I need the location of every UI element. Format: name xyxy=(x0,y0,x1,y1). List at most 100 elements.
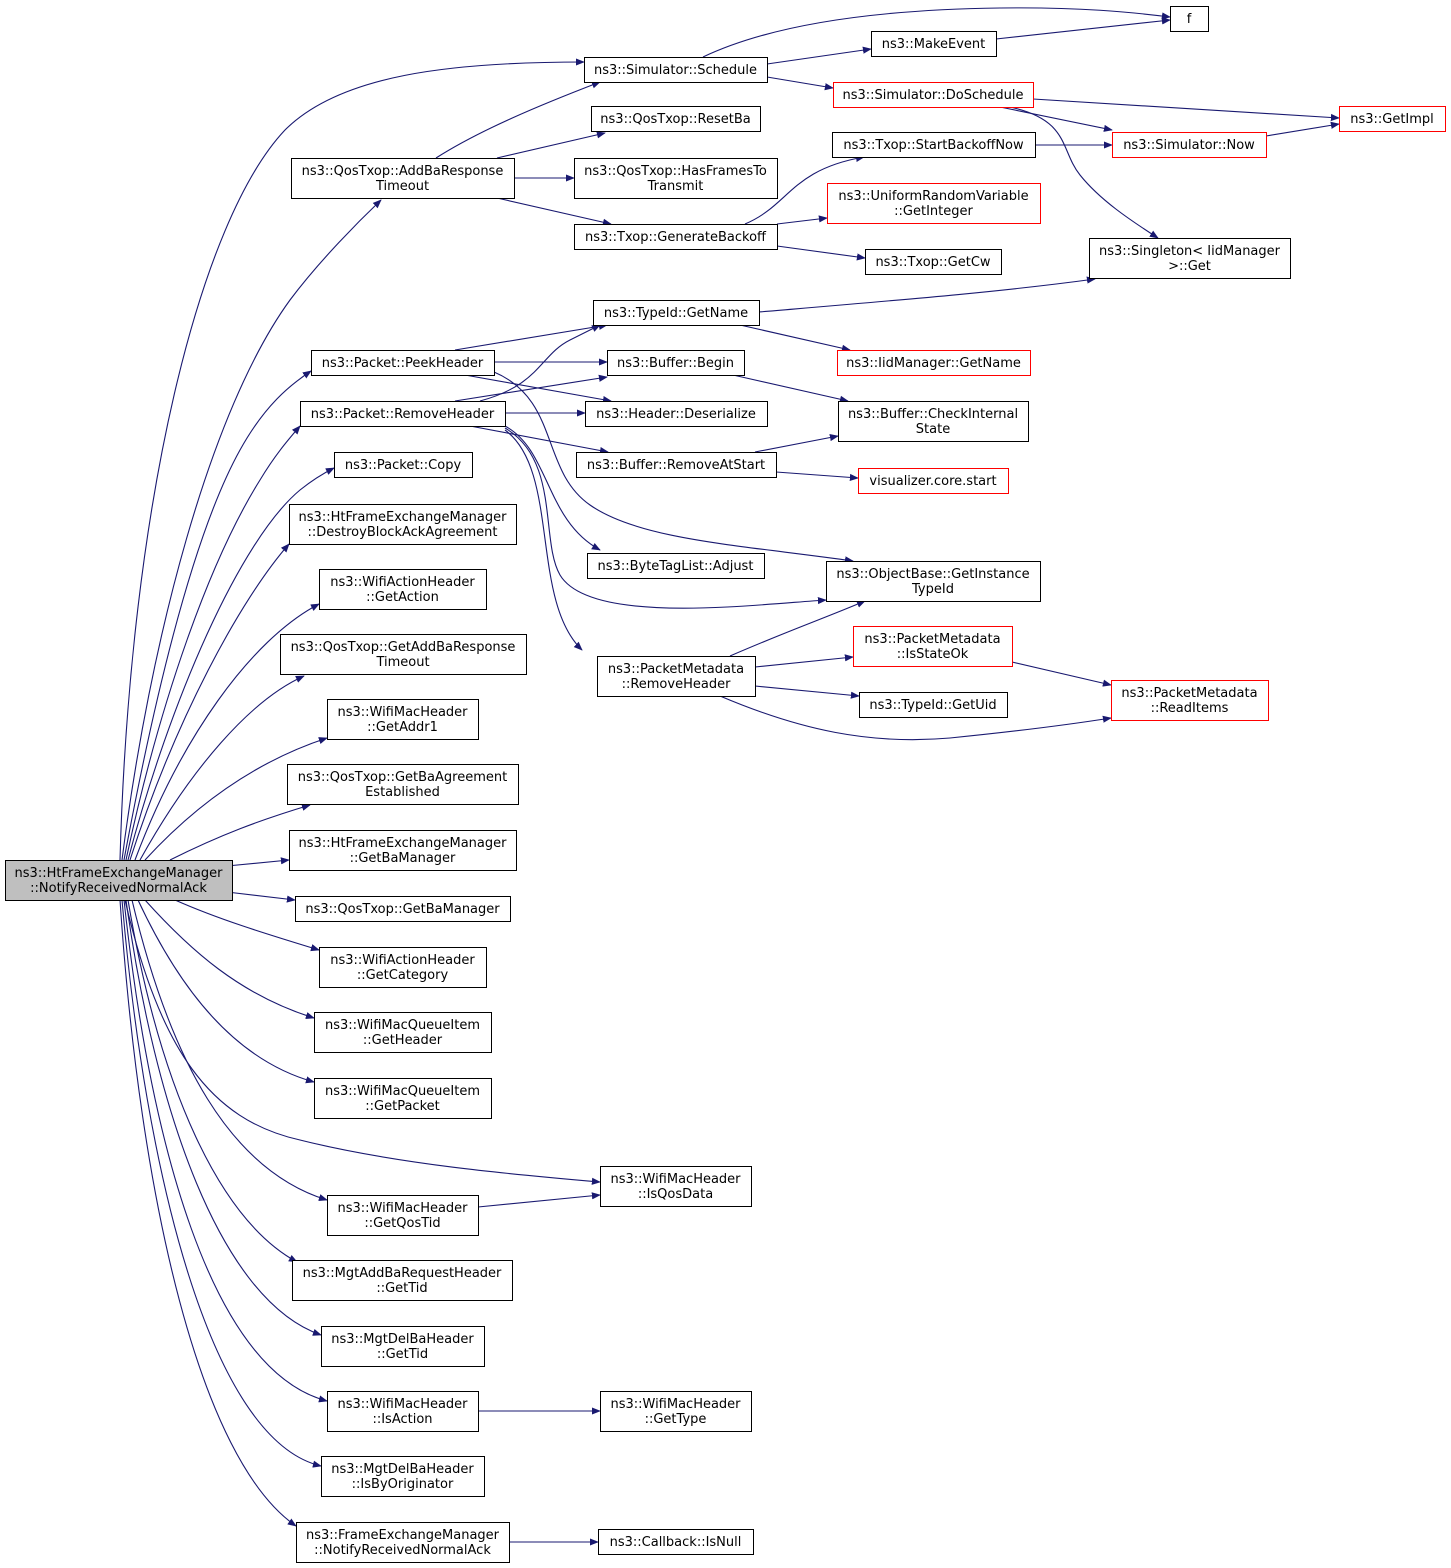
node-getQosTid[interactable]: ns3::WifiMacHeader::GetQosTid xyxy=(327,1195,479,1236)
node-startBackoff[interactable]: ns3::Txop::StartBackoffNow xyxy=(832,132,1036,158)
node-isByOriginator[interactable]: ns3::MgtDelBaHeader::IsByOriginator xyxy=(321,1456,485,1497)
node-box-qosGetBaManager xyxy=(295,896,511,922)
edge-root-to-delBaGetTid xyxy=(125,899,322,1336)
node-label-getPacket-0: ns3::WifiMacQueueItem xyxy=(325,1084,480,1099)
node-qosGetBaManager[interactable]: ns3::QosTxop::GetBaManager xyxy=(295,896,511,922)
node-htGetBaManager[interactable]: ns3::HtFrameExchangeManager::GetBaManage… xyxy=(289,830,517,871)
node-f[interactable]: f xyxy=(1170,6,1209,32)
edge-root-to-feNotifyNormalAck xyxy=(119,899,297,1527)
edge-pmRemoveHeader-to-getInstanceTypeId xyxy=(729,600,866,657)
edge-removeHeader-to-byteTagAdjust xyxy=(504,425,601,551)
node-bufferBegin[interactable]: ns3::Buffer::Begin xyxy=(607,350,745,376)
edges xyxy=(119,7,1340,1546)
node-schedule[interactable]: ns3::Simulator::Schedule xyxy=(584,57,768,83)
node-removeHeader[interactable]: ns3::Packet::RemoveHeader xyxy=(300,401,506,427)
node-vizStart[interactable]: visualizer.core.start xyxy=(858,468,1009,494)
node-label-genBackoff-0: ns3::Txop::GenerateBackoff xyxy=(585,230,767,245)
node-deserialize[interactable]: ns3::Header::Deserialize xyxy=(585,401,768,427)
node-root[interactable]: ns3::HtFrameExchangeManager::NotifyRecei… xyxy=(5,860,233,901)
node-label-singletonGet-1: >::Get xyxy=(1168,259,1211,274)
node-singletonGet[interactable]: ns3::Singleton< IidManager>::Get xyxy=(1089,238,1291,279)
node-pmRemoveHeader[interactable]: ns3::PacketMetadata::RemoveHeader xyxy=(597,656,756,697)
node-destroyBlockAck[interactable]: ns3::HtFrameExchangeManager::DestroyBloc… xyxy=(289,504,517,545)
node-label-getHeader-1: ::GetHeader xyxy=(363,1033,443,1048)
node-label-pmRemoveHeader-0: ns3::PacketMetadata xyxy=(608,662,744,677)
edge-doSchedule-to-getImpl xyxy=(1032,98,1340,122)
node-label-startBackoff-0: ns3::Txop::StartBackoffNow xyxy=(843,138,1024,153)
node-label-byteTagAdjust-0: ns3::ByteTagList::Adjust xyxy=(598,559,754,574)
node-removeAtStart[interactable]: ns3::Buffer::RemoveAtStart xyxy=(576,452,777,478)
node-box-resetBa xyxy=(591,106,761,132)
node-label-getAddBaRespTimeout-1: Timeout xyxy=(375,655,429,670)
node-byteTagAdjust[interactable]: ns3::ByteTagList::Adjust xyxy=(587,553,765,579)
edge-root-to-getCategory xyxy=(174,899,320,952)
node-addBaReqGetTid[interactable]: ns3::MgtAddBaRequestHeader::GetTid xyxy=(292,1260,513,1301)
node-isQosData[interactable]: ns3::WifiMacHeader::IsQosData xyxy=(600,1166,752,1207)
node-label-hasFrames-1: Transmit xyxy=(647,179,704,194)
node-delBaGetTid[interactable]: ns3::MgtDelBaHeader::GetTid xyxy=(321,1326,485,1367)
node-peekHeader[interactable]: ns3::Packet::PeekHeader xyxy=(311,350,495,376)
node-label-getUid-0: ns3::TypeId::GetUid xyxy=(869,698,996,713)
node-resetBa[interactable]: ns3::QosTxop::ResetBa xyxy=(591,106,761,132)
node-label-isAction-1: ::IsAction xyxy=(372,1412,432,1427)
edge-peekHeader-to-getInstanceTypeId xyxy=(493,371,854,564)
edge-genBackoff-to-getCw xyxy=(776,245,866,261)
node-box-peekHeader xyxy=(311,350,495,376)
node-box-typeIdGetName xyxy=(593,300,760,326)
node-getCategory[interactable]: ns3::WifiActionHeader::GetCategory xyxy=(319,947,487,988)
edge-root-to-qosGetBaManager xyxy=(226,891,296,903)
node-getType[interactable]: ns3::WifiMacHeader::GetType xyxy=(600,1391,752,1432)
node-iidGetName[interactable]: ns3::IidManager::GetName xyxy=(837,350,1031,376)
node-getImpl[interactable]: ns3::GetImpl xyxy=(1339,106,1446,132)
edge-root-to-isByOriginator xyxy=(121,899,322,1468)
node-genBackoff[interactable]: ns3::Txop::GenerateBackoff xyxy=(574,224,778,250)
node-getAction[interactable]: ns3::WifiActionHeader::GetAction xyxy=(319,569,487,610)
node-box-isAction xyxy=(327,1391,479,1432)
node-getAddr1[interactable]: ns3::WifiMacHeader::GetAddr1 xyxy=(327,699,479,740)
edge-root-to-getAddBaRespTimeout xyxy=(139,675,305,861)
node-isStateOk[interactable]: ns3::PacketMetadata::IsStateOk xyxy=(853,626,1013,667)
node-callbackIsNull[interactable]: ns3::Callback::IsNull xyxy=(598,1529,754,1555)
edge-addBaRespTimeout-to-resetBa xyxy=(496,131,606,159)
node-getCw[interactable]: ns3::Txop::GetCw xyxy=(865,249,1002,275)
node-label-getAddBaRespTimeout-0: ns3::QosTxop::GetAddBaResponse xyxy=(291,640,516,655)
node-getHeader[interactable]: ns3::WifiMacQueueItem::GetHeader xyxy=(314,1012,492,1053)
node-label-getType-0: ns3::WifiMacHeader xyxy=(610,1397,741,1412)
edge-root-to-addBaRespTimeout xyxy=(121,199,382,861)
node-feNotifyNormalAck[interactable]: ns3::FrameExchangeManager::NotifyReceive… xyxy=(296,1522,510,1563)
node-doSchedule[interactable]: ns3::Simulator::DoSchedule xyxy=(833,82,1034,108)
node-now[interactable]: ns3::Simulator::Now xyxy=(1112,132,1267,158)
node-typeIdGetName[interactable]: ns3::TypeId::GetName xyxy=(593,300,760,326)
node-packetCopy[interactable]: ns3::Packet::Copy xyxy=(334,452,473,478)
edge-removeHeader-to-getInstanceTypeId xyxy=(504,427,827,609)
node-isAction[interactable]: ns3::WifiMacHeader::IsAction xyxy=(327,1391,479,1432)
node-box-isByOriginator xyxy=(321,1456,485,1497)
edge-root-to-getAction xyxy=(134,603,320,861)
node-box-addBaReqGetTid xyxy=(292,1260,513,1301)
node-label-htGetBaManager-1: ::GetBaManager xyxy=(350,851,456,866)
node-box-iidGetName xyxy=(837,350,1031,376)
node-box-uniformGetInt xyxy=(827,183,1041,224)
edge-genBackoff-to-uniformGetInt xyxy=(776,215,828,225)
node-label-htGetBaManager-0: ns3::HtFrameExchangeManager xyxy=(299,836,508,851)
node-box-isQosData xyxy=(600,1166,752,1207)
node-label-root-1: ::NotifyReceivedNormalAck xyxy=(30,881,207,896)
node-label-getBaAgreement-0: ns3::QosTxop::GetBaAgreement xyxy=(298,770,507,785)
node-readItems[interactable]: ns3::PacketMetadata::ReadItems xyxy=(1111,680,1269,721)
node-uniformGetInt[interactable]: ns3::UniformRandomVariable::GetInteger xyxy=(827,183,1041,224)
edge-bufferBegin-to-checkInternal xyxy=(732,374,849,403)
node-label-resetBa-0: ns3::QosTxop::ResetBa xyxy=(600,112,750,127)
node-box-getPacket xyxy=(314,1078,492,1119)
node-box-packetCopy xyxy=(334,452,473,478)
node-getPacket[interactable]: ns3::WifiMacQueueItem::GetPacket xyxy=(314,1078,492,1119)
node-makeEvent[interactable]: ns3::MakeEvent xyxy=(871,31,997,57)
node-getUid[interactable]: ns3::TypeId::GetUid xyxy=(859,692,1008,718)
node-label-removeAtStart-0: ns3::Buffer::RemoveAtStart xyxy=(587,458,765,473)
edge-pmRemoveHeader-to-readItems xyxy=(719,695,1112,741)
